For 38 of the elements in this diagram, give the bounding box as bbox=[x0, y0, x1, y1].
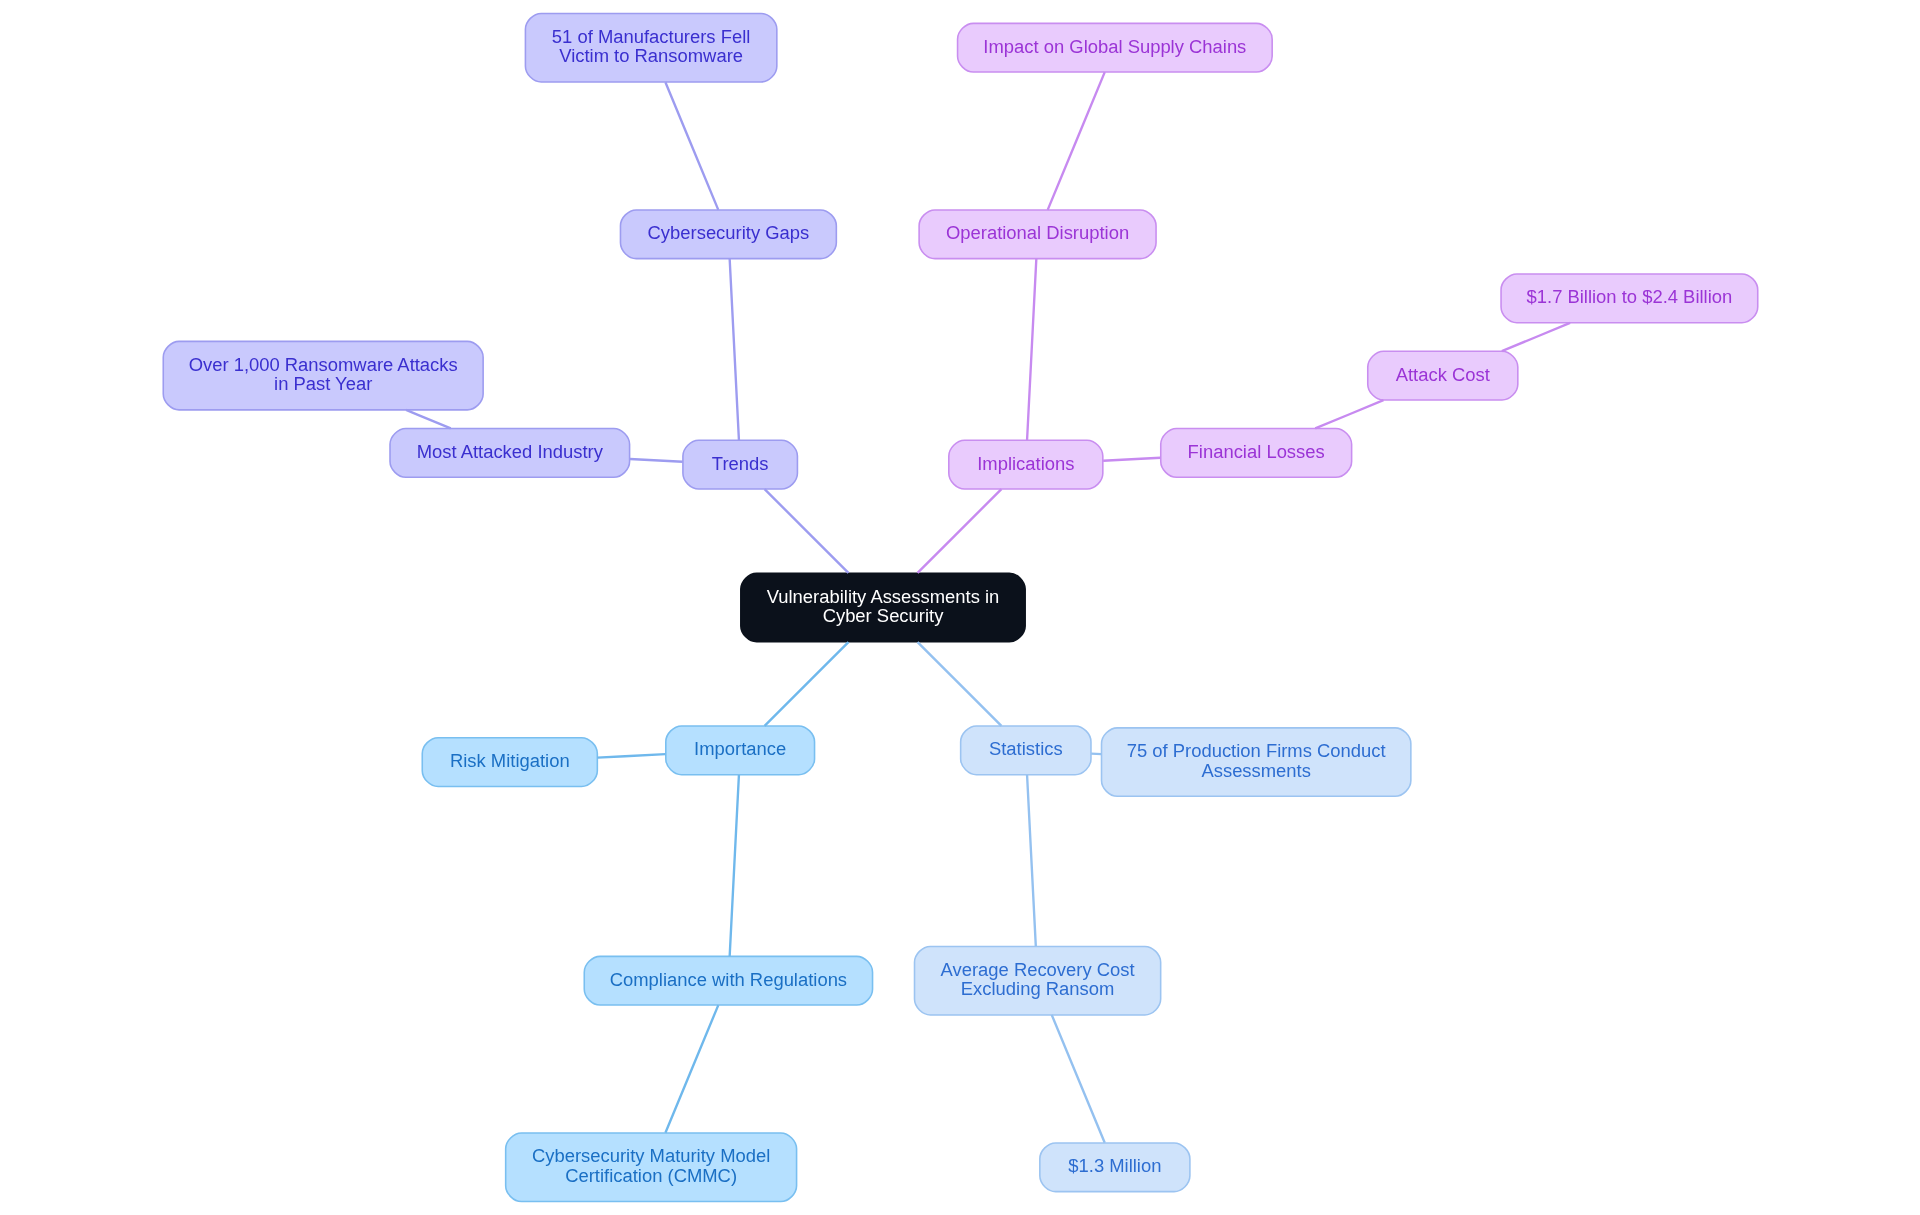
node-box: Attack Cost bbox=[1366, 350, 1519, 401]
connector bbox=[1050, 1014, 1106, 1144]
node-box: 51 of Manufacturers Fell Victim to Ransomware bbox=[524, 12, 778, 83]
connector bbox=[763, 641, 849, 727]
node-box: Impact on Global Supply Chains bbox=[956, 22, 1273, 73]
node-box: Implications bbox=[947, 439, 1104, 490]
node-box: Financial Losses bbox=[1159, 427, 1352, 479]
node-box: Risk Mitigation bbox=[420, 736, 598, 788]
node-box: Cybersecurity Maturity Model Certification (CMMC) bbox=[504, 1132, 797, 1203]
connector bbox=[1025, 258, 1037, 441]
connector bbox=[596, 752, 665, 759]
node-box: Cybersecurity Gaps bbox=[619, 209, 837, 260]
connector bbox=[916, 641, 1002, 727]
connector bbox=[629, 457, 683, 463]
connector bbox=[727, 774, 740, 957]
node-box: Trends bbox=[681, 439, 798, 490]
node-box: $1.7 Billion to $2.4 Billion bbox=[1499, 273, 1758, 324]
node-box: 75 of Production Firms Conduct Assessments bbox=[1100, 727, 1412, 798]
node-box: $1.3 Million bbox=[1038, 1142, 1191, 1193]
node-box: Average Recovery Cost Excluding Ransom bbox=[913, 945, 1161, 1016]
connector bbox=[727, 258, 740, 441]
connector bbox=[1500, 321, 1571, 353]
connector bbox=[663, 1004, 719, 1134]
node-box: Operational Disruption bbox=[917, 209, 1157, 260]
connector bbox=[763, 488, 849, 574]
node-box: Importance bbox=[664, 725, 815, 776]
node-box: Over 1,000 Ransomware Attacks in Past Year bbox=[162, 340, 484, 411]
connector bbox=[663, 81, 719, 211]
connector bbox=[405, 408, 451, 430]
node-box: Vulnerability Assessments in Cyber Security bbox=[739, 572, 1026, 643]
connector bbox=[1025, 774, 1037, 947]
node-box: Most Attacked Industry bbox=[388, 427, 630, 479]
connector bbox=[916, 488, 1002, 574]
connector bbox=[1046, 71, 1106, 211]
connector bbox=[1314, 399, 1384, 430]
connector bbox=[1102, 456, 1161, 462]
node-box: Statistics bbox=[959, 725, 1092, 776]
node-box: Compliance with Regulations bbox=[583, 955, 873, 1006]
